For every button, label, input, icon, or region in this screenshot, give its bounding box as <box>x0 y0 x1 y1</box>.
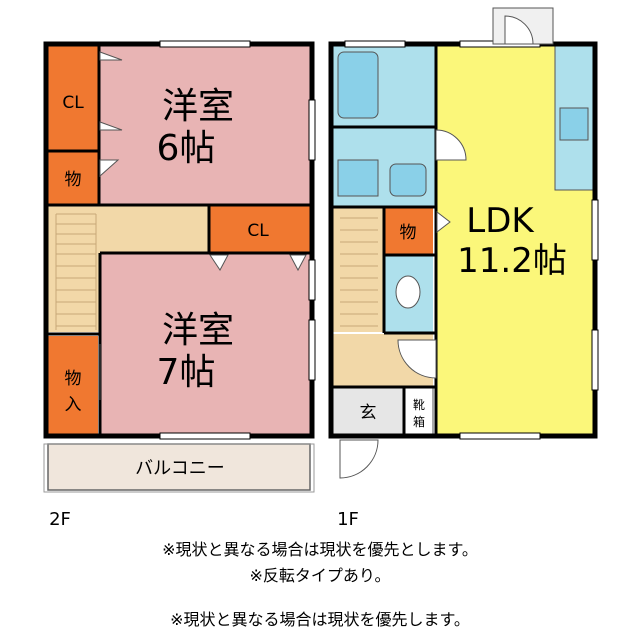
closet-top-label: CL <box>62 93 84 113</box>
western-room-7-area <box>100 254 310 434</box>
toilet <box>395 275 421 309</box>
shoe-cabinet-label-1: 靴 <box>413 398 425 412</box>
floor-2f: CL 物 洋室 6帖 CL 洋室 7帖 物 入 バルコニー 2F <box>43 40 316 530</box>
stairs-1f-area <box>333 208 383 332</box>
closet-top-area <box>48 46 98 150</box>
western-room-6-area <box>100 46 310 204</box>
floor-1f-label: 1F <box>337 509 359 530</box>
doors-2f <box>99 51 307 400</box>
kitchen-sink <box>559 107 589 141</box>
hallway-2f-area <box>100 206 208 252</box>
washbasin <box>337 159 379 197</box>
room-6-name: 洋室 <box>162 86 234 127</box>
balcony-rail <box>43 443 315 493</box>
storage-1f-label: 物 <box>400 223 417 243</box>
ldk-name: LDK <box>466 201 535 241</box>
note-priority: ※現状と異なる場合は現状を優先とします。 <box>162 540 478 559</box>
entrance-label: 玄 <box>360 403 377 423</box>
closet-mid-area <box>210 206 310 252</box>
room-6-size: 6帖 <box>157 128 216 169</box>
stairs-2f <box>55 213 97 330</box>
doors-1f <box>339 7 554 479</box>
storage-small-label: 物 <box>65 170 82 190</box>
room-7-name: 洋室 <box>162 310 234 351</box>
storage-large-label-2: 入 <box>65 395 82 415</box>
closet-mid-label: CL <box>247 221 269 241</box>
storage-large-label-1: 物 <box>65 369 82 389</box>
shoe-cabinet-label-2: 箱 <box>413 414 425 429</box>
note-priority-2: ※現状と異なる場合は現状を優先します。 <box>170 610 470 629</box>
windows-2f <box>159 40 316 440</box>
storage-1f-area <box>385 208 433 254</box>
stairs-2f-area <box>48 206 100 332</box>
balcony-area <box>47 443 311 491</box>
balcony-label: バルコニー <box>135 458 225 479</box>
stairs-1f <box>340 217 378 327</box>
storage-large-area <box>48 336 98 434</box>
washing-machine <box>389 163 427 197</box>
bathtub <box>337 51 379 119</box>
note-reversed: ※反転タイプあり。 <box>249 566 391 585</box>
shoe-cabinet-area <box>404 387 434 435</box>
floor-2f-label: 2F <box>49 509 71 530</box>
floor-1f: LDK 11.2帖 物 玄 靴 箱 1F <box>328 7 599 530</box>
entrance-area <box>333 388 403 434</box>
storage-small-area <box>48 152 98 204</box>
ldk-size: 11.2帖 <box>457 241 567 281</box>
room-7-size: 7帖 <box>157 352 216 393</box>
